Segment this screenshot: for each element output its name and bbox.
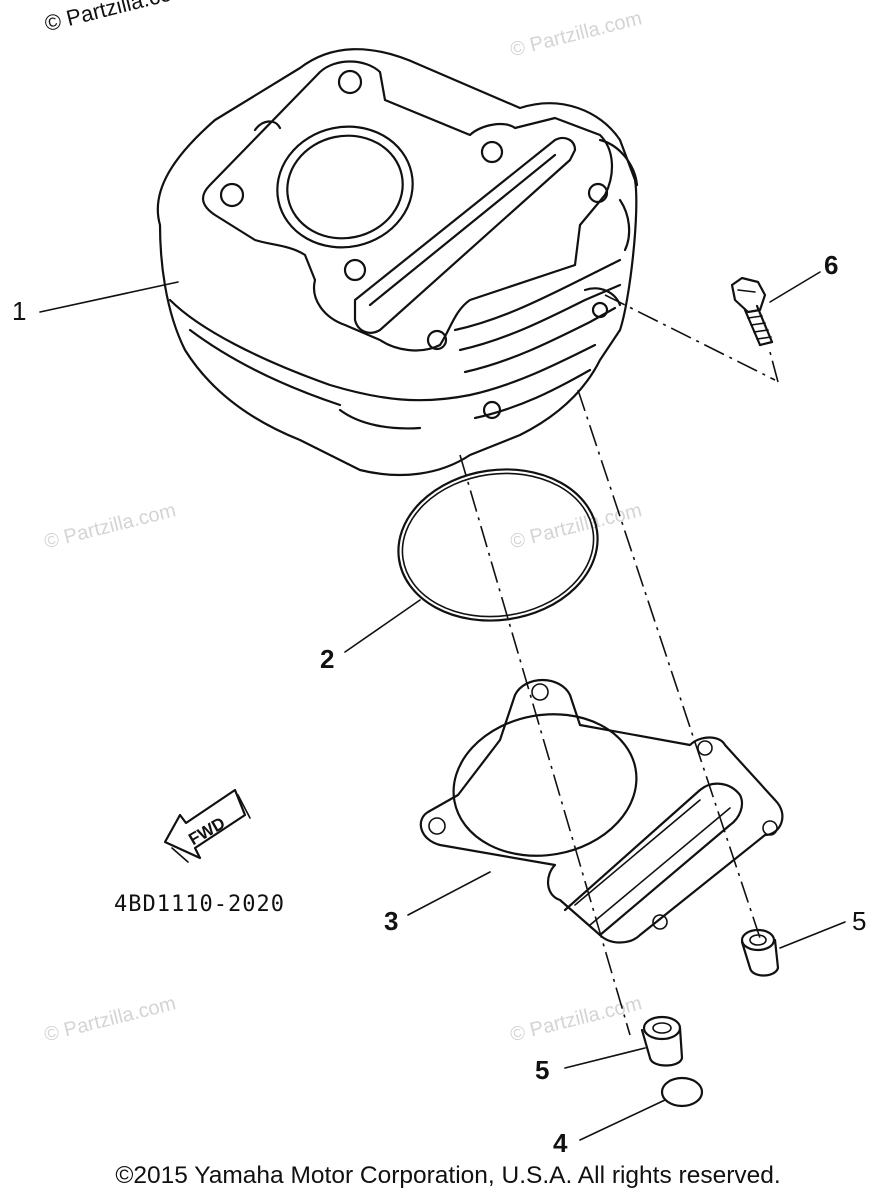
leader-line-5a [564, 1047, 646, 1069]
gasket-part [419, 679, 784, 944]
o-ring-part [397, 468, 599, 622]
callout-6: 6 [824, 250, 839, 280]
plug-part [660, 1076, 704, 1108]
fwd-arrow-icon: FWD [163, 788, 251, 863]
alignment-line [604, 294, 776, 381]
cylinder-part [156, 48, 639, 477]
alignment-line [459, 454, 631, 1036]
diagram-code: 4BD1110-2020 [114, 892, 285, 917]
leader-line-2 [344, 599, 421, 653]
leader-line-1 [39, 281, 179, 313]
callout-4: 4 [553, 1128, 568, 1158]
callout-5a: 5 [535, 1055, 550, 1085]
leader-line-3 [407, 871, 491, 916]
dowel-pin-lower [640, 1015, 684, 1067]
bolt-part [730, 276, 774, 347]
alignment-line [577, 389, 761, 939]
callout-1: 1 [12, 296, 27, 326]
callout-3: 3 [384, 906, 399, 936]
leader-line-6 [769, 271, 821, 303]
copyright-footer: ©2015 Yamaha Motor Corporation, U.S.A. A… [115, 1162, 781, 1189]
callout-5b: 5 [852, 906, 867, 936]
leader-line-5b [779, 921, 846, 949]
leader-line-4 [579, 1099, 666, 1141]
callout-2: 2 [320, 644, 335, 674]
